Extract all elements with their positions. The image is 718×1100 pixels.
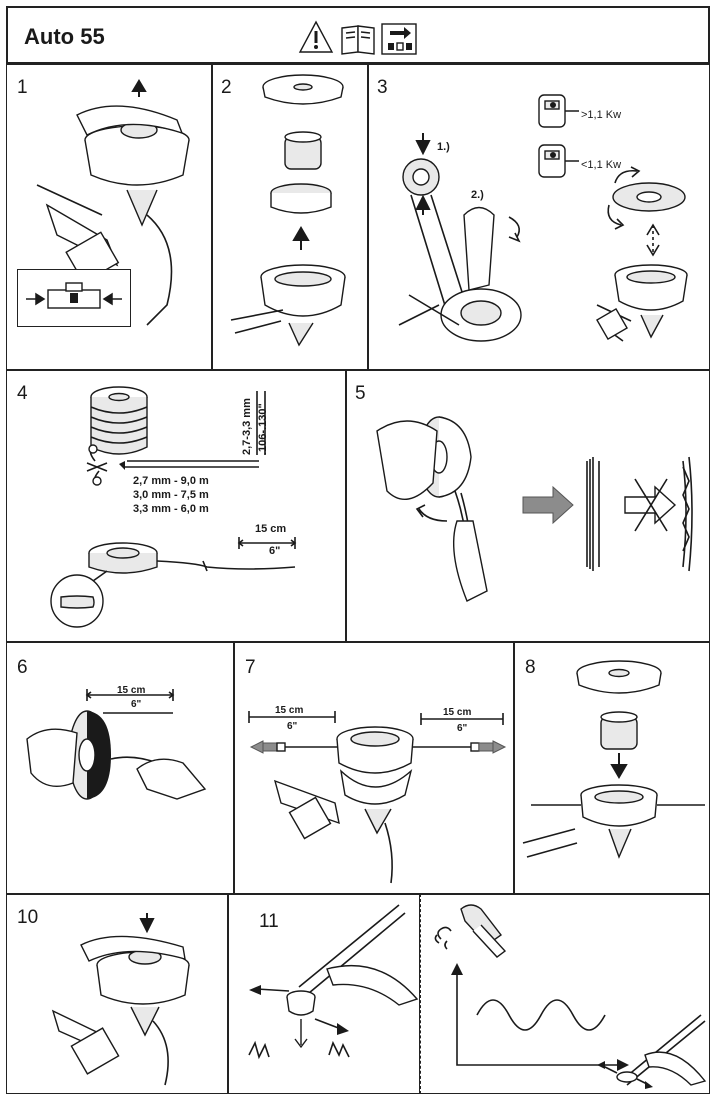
step-number: 11 <box>259 911 279 932</box>
step-6-illustration <box>26 689 207 800</box>
page-title: Auto 55 <box>24 24 105 49</box>
step-4-panel: 4 2,7-3,3 mm .106-.130" 2,7 mm - 9,0 m 3… <box>6 370 346 642</box>
step-12-panel <box>420 894 710 1094</box>
step-number: 1 <box>17 77 28 98</box>
right-length-inch: 6" <box>457 723 468 734</box>
step-7-illustration <box>248 711 507 884</box>
device-reference-icon <box>381 23 417 55</box>
step-6-panel: 6 15 cm 6" <box>6 642 234 894</box>
step-number: 3 <box>377 77 388 98</box>
left-length-inch: 6" <box>287 721 298 732</box>
line-length-1: 2,7 mm - 9,0 m <box>133 475 209 487</box>
step-4-illustration <box>50 386 297 628</box>
right-length-cm: 15 cm <box>443 707 472 718</box>
line-length-3: 3,3 mm - 6,0 m <box>133 503 209 515</box>
left-length-cm: 15 cm <box>275 705 304 716</box>
step-8-panel: 8 <box>514 642 710 894</box>
step-3-label-2: 2.) <box>471 189 484 201</box>
inset-illustration <box>26 282 122 309</box>
step-2-panel: 2 <box>212 64 368 370</box>
step-10-panel: 10 <box>6 894 228 1094</box>
step-number: 7 <box>245 657 256 678</box>
step-1-inset <box>17 269 131 327</box>
step-10-illustration <box>51 913 190 1086</box>
leader-length-cm: 15 cm <box>117 685 146 696</box>
warning-icon <box>298 20 334 53</box>
step-7-panel: 7 15 cm 6" 15 cm 6" <box>234 642 514 894</box>
step-5-panel: 5 <box>346 370 710 642</box>
step-1-panel: 1 <box>6 64 212 370</box>
manual-book-icon <box>341 25 375 55</box>
header-bar: Auto 55 <box>6 6 710 64</box>
leader-length-inch: 6" <box>269 545 281 557</box>
step-12-illustration <box>434 904 707 1089</box>
step-number: 8 <box>525 657 536 678</box>
step-11-panel: 11 <box>228 894 420 1094</box>
step-2-illustration <box>230 74 346 347</box>
leader-length-cm: 15 cm <box>255 523 287 535</box>
step-number: 2 <box>221 77 232 98</box>
leader-length-inch: 6" <box>131 699 142 710</box>
step-8-illustration <box>522 660 705 859</box>
step-3-panel: 3 1.) 2.) >1,1 Kw <1,1 Kw <box>368 64 710 370</box>
step-3-power-high: >1,1 Kw <box>581 109 622 121</box>
step-number: 4 <box>17 383 28 404</box>
step-11-illustration <box>248 904 419 1060</box>
header-icon-group <box>298 20 417 55</box>
line-length-2: 3,0 mm - 7,5 m <box>133 489 209 501</box>
step-5-illustration <box>376 416 693 602</box>
step-3-label-1: 1.) <box>437 141 450 153</box>
step-number: 10 <box>17 907 39 928</box>
step-3-power-low: <1,1 Kw <box>581 159 622 171</box>
step-3-illustration <box>398 94 688 342</box>
step-number: 6 <box>17 657 28 678</box>
step-number: 5 <box>355 383 366 404</box>
